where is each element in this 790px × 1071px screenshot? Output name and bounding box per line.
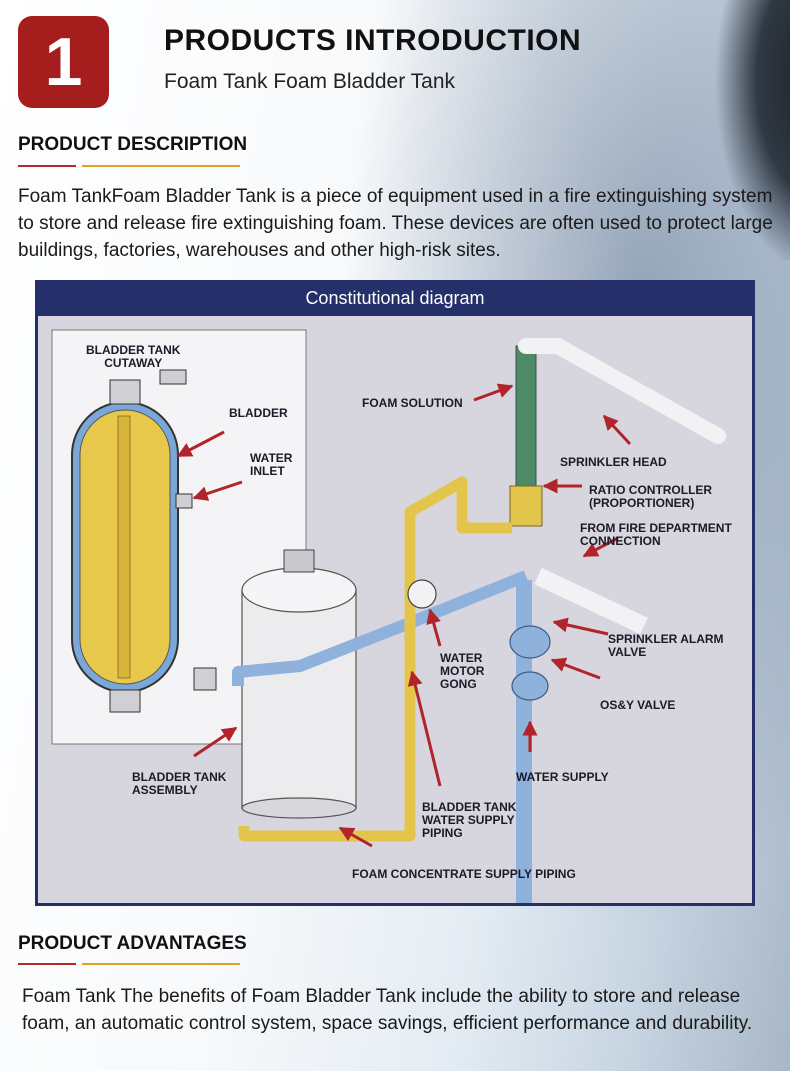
label-cutaway: BLADDER TANK CUTAWAY bbox=[86, 343, 181, 370]
section-number-badge: 1 bbox=[18, 16, 109, 108]
cutaway-top-flange bbox=[109, 379, 141, 405]
arrow-sprinkler-head bbox=[602, 414, 632, 446]
label-osy-valve: OS&Y VALVE bbox=[600, 698, 676, 712]
diagram-title: Constitutional diagram bbox=[305, 288, 485, 308]
label-water-inlet: WATER INLET bbox=[250, 451, 293, 478]
label-tank-assembly: BLADDER TANK ASSEMBLY bbox=[132, 770, 227, 797]
osy-valve bbox=[511, 671, 549, 701]
arrow-tank-water-piping bbox=[407, 670, 442, 787]
label-motor-gong: WATER MOTOR GONG bbox=[440, 651, 485, 691]
sprinkler-line bbox=[518, 338, 726, 444]
arrow-osy-valve bbox=[550, 657, 601, 680]
advantages-heading: PRODUCT ADVANTAGES bbox=[18, 933, 247, 954]
heading-rule-red bbox=[18, 165, 76, 167]
cutaway-bottom-flange bbox=[109, 689, 141, 713]
bladder-tank-top-flange bbox=[283, 549, 315, 573]
water-pipe-to-tank bbox=[232, 570, 529, 686]
arrow-foam-solution bbox=[473, 383, 514, 402]
description-text: Foam TankFoam Bladder Tank is a piece of… bbox=[18, 186, 773, 261]
fire-dept-pipe bbox=[534, 567, 648, 635]
label-tank-water-piping: BLADDER TANK WATER SUPPLY PIPING bbox=[422, 800, 517, 840]
bladder-tank-top bbox=[241, 567, 357, 613]
bladder-tank-bottom bbox=[241, 797, 357, 819]
arrow-tank-assembly bbox=[193, 726, 238, 758]
foam-concentrate-pipe bbox=[238, 476, 512, 842]
label-ratio-controller: RATIO CONTROLLER (PROPORTIONER) bbox=[589, 483, 713, 510]
cutaway-top-valve bbox=[159, 369, 187, 385]
label-fire-dept: FROM FIRE DEPARTMENT CONNECTION bbox=[580, 521, 732, 548]
arrow-alarm-valve bbox=[552, 617, 609, 636]
arrow-foam-concentrate bbox=[338, 826, 373, 848]
foam-solution-pipe bbox=[515, 345, 537, 509]
background-shade bbox=[670, 0, 790, 260]
heading-rule-gold bbox=[82, 165, 240, 167]
cutaway-bottom-valve bbox=[193, 667, 217, 691]
label-bladder: BLADDER bbox=[229, 406, 288, 420]
bladder-tank-body bbox=[241, 589, 357, 809]
label-foam-concentrate: FOAM CONCENTRATE SUPPLY PIPING bbox=[352, 867, 576, 881]
arrow-water-inlet bbox=[192, 480, 243, 501]
label-water-supply: WATER SUPPLY bbox=[516, 770, 609, 784]
constitutional-diagram: Constitutional diagram bbox=[35, 280, 755, 906]
arrow-bladder bbox=[176, 430, 225, 458]
arrow-motor-gong bbox=[426, 608, 442, 647]
advantages-text: Foam Tank The benefits of Foam Bladder T… bbox=[22, 986, 753, 1034]
heading-rule-gold bbox=[82, 963, 240, 965]
water-motor-gong bbox=[407, 579, 437, 609]
description-heading: PRODUCT DESCRIPTION bbox=[18, 134, 248, 155]
proportioner bbox=[509, 485, 543, 527]
heading-rule-red bbox=[18, 963, 76, 965]
arrow-fire-dept bbox=[582, 536, 619, 558]
page-title: PRODUCTS INTRODUCTION bbox=[164, 24, 582, 57]
label-alarm-valve: SPRINKLER ALARM VALVE bbox=[608, 632, 724, 659]
page-subtitle: Foam Tank Foam Bladder Tank bbox=[164, 70, 456, 93]
label-sprinkler-head: SPRINKLER HEAD bbox=[560, 455, 667, 469]
diagram-illustration bbox=[51, 329, 726, 903]
label-foam-solution: FOAM SOLUTION bbox=[362, 396, 463, 410]
diagram-panel: BLADDER TANK CUTAWAY BLADDER WATER INLET… bbox=[38, 316, 752, 903]
cutaway-inlet-fitting bbox=[175, 493, 193, 509]
cutaway-center-tube bbox=[117, 415, 131, 679]
sprinkler-alarm-valve bbox=[509, 625, 551, 659]
